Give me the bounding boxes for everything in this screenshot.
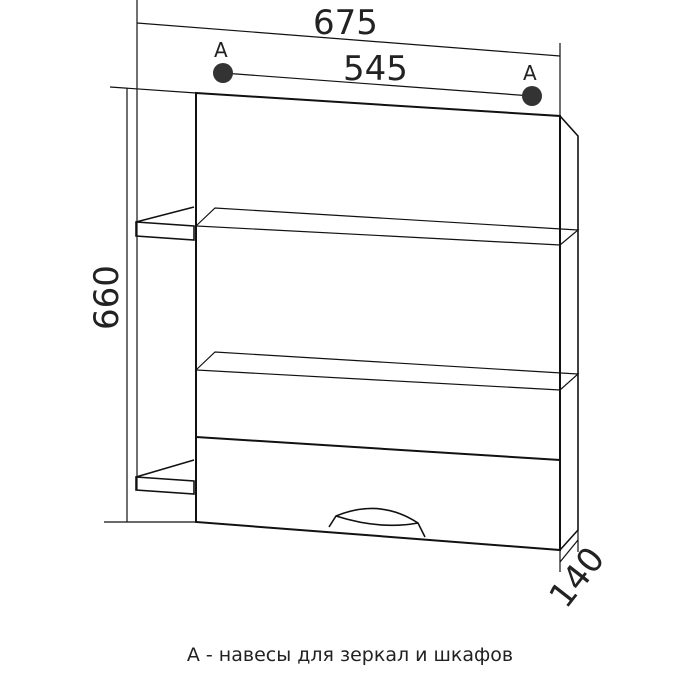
- hanger-left-icon: [213, 63, 233, 83]
- left-shelf-top: [135, 221, 195, 241]
- dim-label-545: 545: [343, 49, 408, 89]
- dim-extension-top: [109, 86, 197, 94]
- left-shelf-top-edge: [135, 206, 195, 223]
- dim-label-140: 140: [542, 540, 613, 616]
- dim-label-675: 675: [313, 3, 378, 43]
- lower-door-top-edge: [195, 436, 561, 461]
- cabinet-right-side: [559, 115, 579, 551]
- dim-line-140: [559, 539, 579, 563]
- dim-line-545: [222, 72, 533, 97]
- glass-shelf-upper: [194, 207, 580, 246]
- legend-caption: А - навесы для зеркал и шкафов: [186, 644, 514, 666]
- hanger-right-icon: [522, 86, 542, 106]
- door-handle-curve: [335, 515, 419, 527]
- left-shelf-bottom: [135, 476, 195, 495]
- hanger-label-left: A: [214, 38, 228, 62]
- dim-line-675: [136, 22, 561, 57]
- glass-shelf-lower: [194, 351, 580, 391]
- left-shelf-bottom-edge: [135, 459, 195, 478]
- hanger-label-right: A: [523, 61, 537, 85]
- door-handle: [328, 507, 426, 538]
- cabinet-front: [195, 91, 561, 552]
- dim-label-660: 660: [87, 265, 127, 330]
